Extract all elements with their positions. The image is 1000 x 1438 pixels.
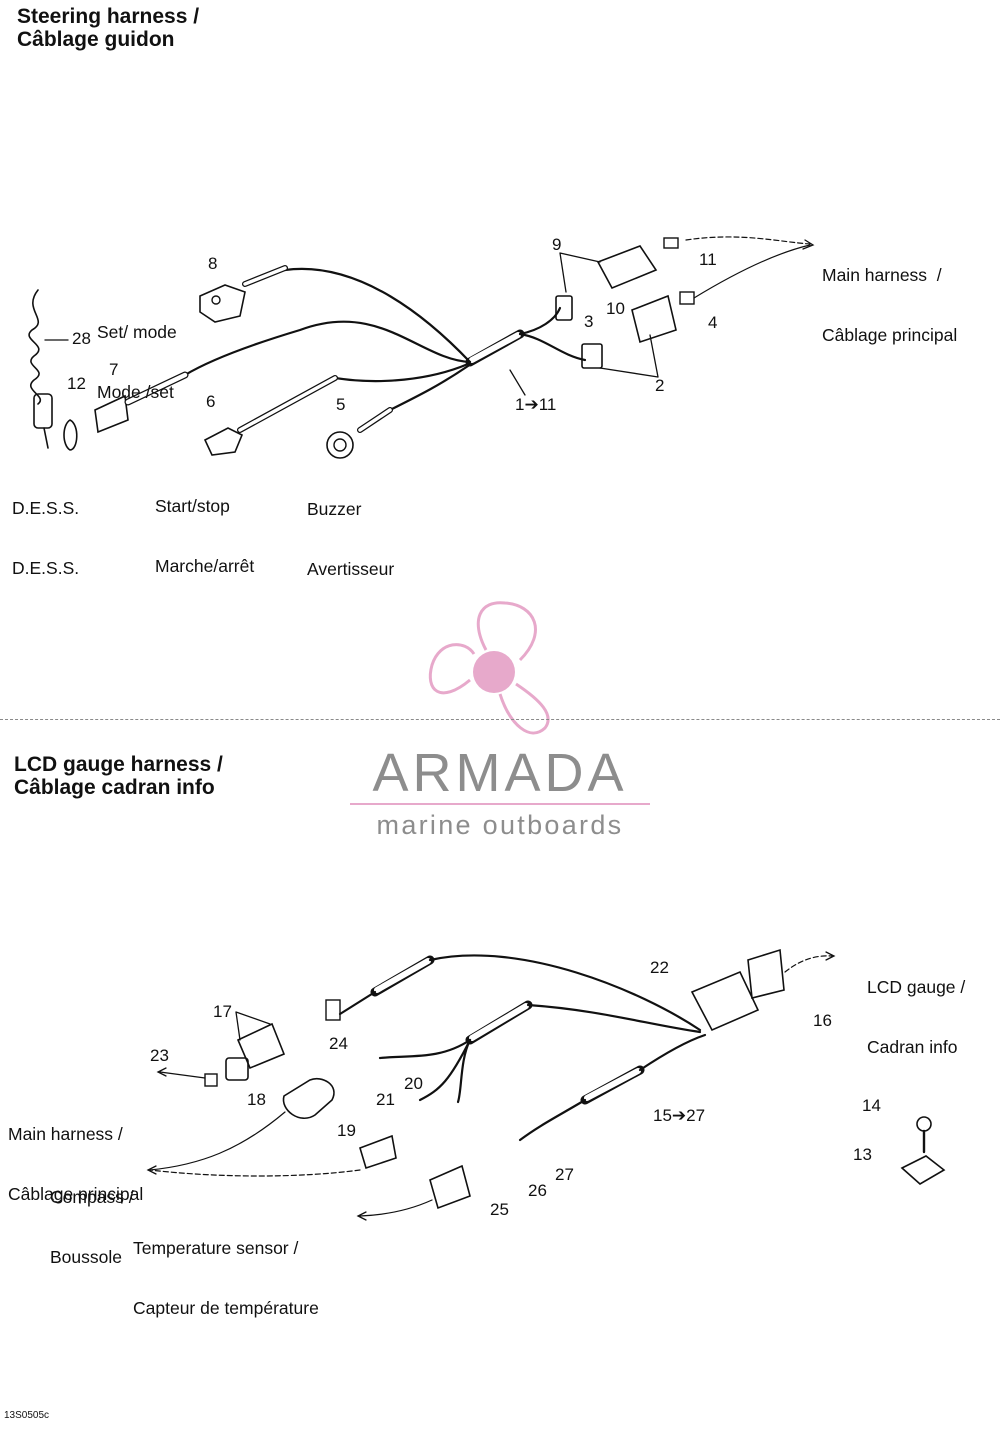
label-compass: Compass / Boussole (50, 1147, 134, 1287)
part-number: 21 (376, 1090, 395, 1109)
label-temperature-sensor-fr: Capteur de température (133, 1298, 319, 1318)
section-separator (0, 719, 1000, 720)
part-number: 27 (555, 1165, 574, 1184)
part-number: 8 (208, 254, 218, 273)
part-number: 20 (404, 1074, 423, 1093)
part-number: 22 (650, 958, 669, 977)
label-lcd-gauge-en: LCD gauge / (867, 977, 966, 997)
part-number: 9 (552, 235, 562, 254)
steering-title-line1: Steering harness / (17, 5, 200, 28)
label-dess: D.E.S.S. D.E.S.S. (12, 458, 79, 598)
label-compass-fr: Boussole (50, 1247, 122, 1267)
watermark-name: ARMADA (372, 743, 628, 803)
part-number: 18 (247, 1090, 266, 1109)
part-number: 17 (213, 1002, 232, 1021)
watermark-propeller (428, 601, 550, 735)
drawing-code: 13S0505c (4, 1410, 50, 1421)
wire-buzzer (388, 364, 470, 412)
wire-to-gauge-1 (428, 954, 702, 1032)
label-lcd-main-harness-fr: Câblage principal (8, 1184, 144, 1204)
wire-set-mode (283, 267, 472, 364)
label-set-mode-fr: Mode /set (97, 382, 174, 402)
lcd-title: LCD gauge harness / Câblage cadran info (14, 753, 223, 799)
steering-harness-artwork (28, 236, 815, 459)
lcd-title-line2: Câblage cadran info (14, 776, 215, 799)
label-dess-fr: D.E.S.S. (12, 558, 80, 578)
part-number: 10 (606, 299, 625, 318)
wire-start-stop (333, 362, 470, 383)
part-number: 3 (584, 312, 594, 331)
part-number: 5 (336, 395, 346, 414)
label-start-stop-en: Start/stop (155, 496, 230, 516)
label-main-harness-fr: Câblage principal (822, 325, 958, 345)
lcd-harness-artwork (146, 948, 946, 1221)
wire-to-24 (338, 990, 377, 1016)
steering-title-line2: Câblage guidon (17, 28, 175, 51)
label-lcd-main-harness-en: Main harness / (8, 1124, 123, 1144)
part-number: 25 (490, 1200, 509, 1219)
label-set-mode-en: Set/ mode (97, 322, 177, 342)
watermark-tagline: marine outboards (376, 810, 624, 840)
part-number: 19 (337, 1121, 356, 1140)
lcd-title-line1: LCD gauge harness / (14, 753, 223, 776)
steering-title: Steering harness / Câblage guidon (17, 5, 199, 51)
part-number: 13 (853, 1145, 872, 1164)
part-number: 2 (655, 376, 665, 395)
wire-dess (183, 320, 472, 377)
label-lcd-gauge: LCD gauge / Cadran info (867, 937, 965, 1077)
part-number: 26 (528, 1181, 547, 1200)
label-main-harness: Main harness / Câblage principal (822, 225, 957, 365)
wire-connector-9 (518, 306, 562, 336)
watermark-rule (350, 803, 650, 805)
label-temperature-sensor: Temperature sensor / Capteur de températ… (133, 1198, 319, 1338)
part-number: 15➔27 (653, 1106, 706, 1125)
part-number: 28 (72, 329, 91, 348)
label-dess-en: D.E.S.S. (12, 498, 80, 518)
label-set-mode: Set/ mode Mode /set (97, 282, 177, 422)
label-start-stop-fr: Marche/arrêt (155, 556, 255, 576)
label-buzzer-en: Buzzer (307, 499, 362, 519)
part-number: 16 (813, 1011, 832, 1030)
part-number: 14 (862, 1096, 881, 1115)
part-number: 12 (67, 374, 86, 393)
label-main-harness-en: Main harness / (822, 265, 942, 285)
label-buzzer-fr: Avertisseur (307, 559, 395, 579)
label-lcd-gauge-fr: Cadran info (867, 1037, 958, 1057)
label-temperature-sensor-en: Temperature sensor / (133, 1238, 299, 1258)
label-buzzer: Buzzer Avertisseur (307, 459, 394, 599)
part-number: 24 (329, 1034, 348, 1053)
label-compass-en: Compass / (50, 1187, 134, 1207)
label-start-stop: Start/stop Marche/arrêt (155, 456, 254, 596)
part-number: 6 (206, 392, 216, 411)
part-number: 23 (150, 1046, 169, 1065)
part-number: 1➔11 (515, 395, 557, 414)
label-lcd-main-harness: Main harness / Câblage principal (8, 1084, 143, 1224)
part-number: 7 (109, 360, 119, 379)
part-number: 4 (708, 313, 718, 332)
wire-connector-3 (518, 332, 587, 362)
part-number: 11 (699, 250, 717, 269)
